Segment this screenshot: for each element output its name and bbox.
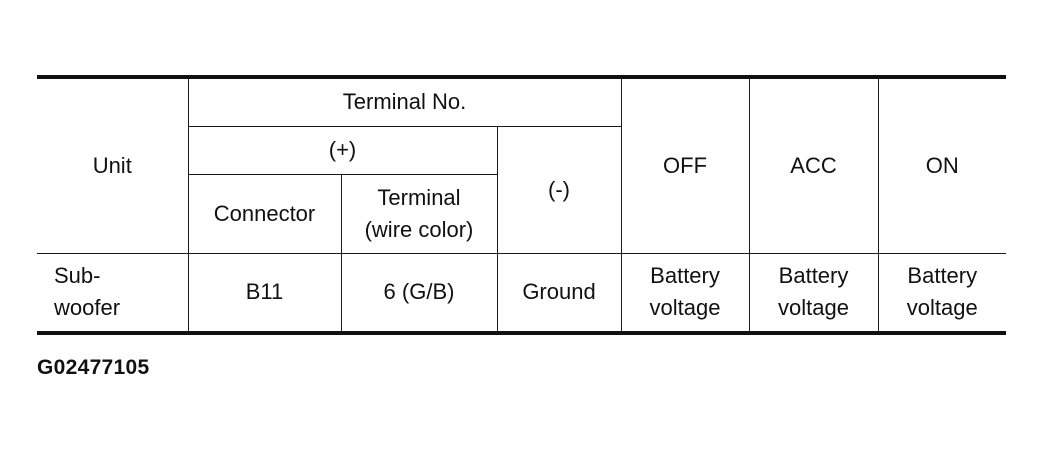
cell-unit: Sub- woofer bbox=[37, 252, 189, 335]
terminal-voltage-table: Unit Terminal No. OFF ACC ON (+) (-) Con… bbox=[37, 75, 1007, 335]
header-terminal: Terminal (wire color) bbox=[340, 173, 497, 254]
cell-on-line1: Battery bbox=[907, 263, 978, 289]
header-connector: Connector bbox=[188, 173, 342, 254]
cell-acc-line1: Battery bbox=[778, 263, 849, 289]
cell-acc-line2: voltage bbox=[778, 295, 849, 321]
header-acc: ACC bbox=[748, 75, 879, 254]
cell-on: Battery voltage bbox=[877, 252, 1007, 335]
table-row: Sub- woofer B11 6 (G/B) Ground Battery v… bbox=[37, 252, 1007, 335]
figure-code: G02477105 bbox=[37, 356, 150, 379]
cell-off-line2: voltage bbox=[649, 295, 721, 321]
cell-off-line1: Battery bbox=[650, 263, 720, 289]
cell-connector: B11 bbox=[187, 252, 342, 335]
cell-unit-line2: woofer bbox=[54, 295, 121, 321]
cell-unit-line1: Sub- bbox=[54, 263, 101, 289]
header-on: ON bbox=[877, 75, 1007, 254]
cell-terminal: 6 (G/B) bbox=[340, 252, 498, 335]
cell-on-line2: voltage bbox=[906, 295, 978, 321]
header-terminal-no: Terminal No. bbox=[187, 75, 622, 127]
header-minus: (-) bbox=[496, 125, 622, 254]
header-off: OFF bbox=[620, 75, 750, 254]
cell-minus: Ground bbox=[496, 252, 622, 335]
header-terminal-line1: Terminal bbox=[377, 184, 461, 210]
cell-acc: Battery voltage bbox=[748, 252, 879, 335]
cell-off: Battery voltage bbox=[620, 252, 750, 335]
header-plus: (+) bbox=[188, 125, 498, 175]
header-unit: Unit bbox=[37, 75, 189, 254]
header-terminal-line2: (wire color) bbox=[364, 216, 474, 242]
